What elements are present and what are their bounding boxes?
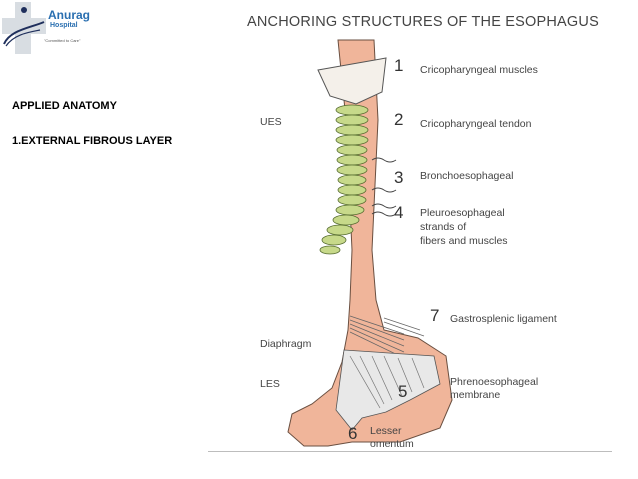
item-number: 7 <box>430 306 440 325</box>
section-heading: APPLIED ANATOMY <box>12 100 117 112</box>
item-label: Cricopharyngeal tendon <box>420 118 532 130</box>
item-number: 5 <box>398 382 408 401</box>
larynx-shape <box>317 57 387 105</box>
trachea-rings <box>319 104 369 255</box>
ligament-strands <box>371 157 397 217</box>
item-label-line: omentum <box>370 438 414 450</box>
logo-tagline: "Committed to Care" <box>44 38 81 43</box>
item-label-line: Pleuroesophageal <box>420 207 505 219</box>
cross-logo-icon <box>2 2 46 54</box>
membrane-lines <box>349 355 425 409</box>
logo-subtitle: Hospital <box>50 22 78 29</box>
item-label: Bronchoesophageal <box>420 170 514 182</box>
item-label: Gastrosplenic ligament <box>450 313 557 325</box>
item-label-line: Phrenoesophageal <box>450 376 539 388</box>
ues-label: UES <box>260 116 282 128</box>
item-label-line: strands of <box>420 221 467 233</box>
item-number: 1 <box>394 56 404 75</box>
diaphragm-label: Diaphragm <box>260 338 312 350</box>
hospital-logo: Anurag Hospital "Committed to Care" <box>0 0 100 60</box>
item-number: 4 <box>394 203 404 222</box>
subsection-heading: 1.EXTERNAL FIBROUS LAYER <box>12 135 173 147</box>
membrane-shape <box>335 349 441 431</box>
esophagus-shape <box>287 39 453 447</box>
item-label-line: fibers and muscles <box>420 235 508 247</box>
item-label: Cricopharyngeal muscles <box>420 64 538 76</box>
diagram-title: ANCHORING STRUCTURES OF THE ESOPHAGUS <box>247 14 599 30</box>
divider-line <box>208 451 612 452</box>
item-number: 3 <box>394 168 404 187</box>
item-number: 2 <box>394 110 404 129</box>
item-number: 6 <box>348 424 358 443</box>
les-label: LES <box>260 378 280 390</box>
item-label-line: Lesser <box>370 425 402 437</box>
item-label-line: membrane <box>450 389 501 401</box>
logo-name: Anurag <box>48 8 90 22</box>
